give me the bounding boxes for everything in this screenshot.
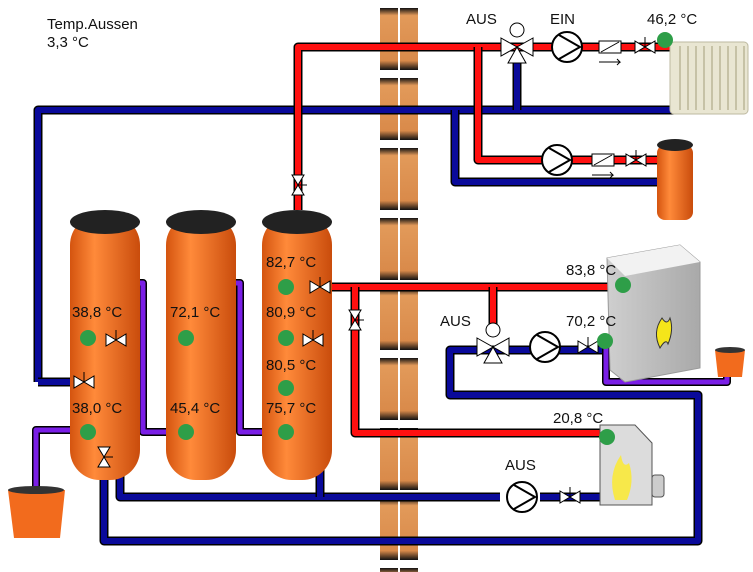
check-valve-icon [591, 153, 615, 179]
wall-brick [380, 568, 398, 572]
outside-temp-label: Temp.Aussen [47, 16, 138, 33]
buffer-tanks [70, 210, 332, 480]
shutoff-valve-icon [309, 277, 331, 294]
wall-brick [400, 358, 418, 420]
wall-brick [380, 8, 398, 70]
shutoff-valve-icon [291, 174, 307, 196]
mixing-valve-icon [500, 22, 534, 64]
wall-brick [400, 288, 418, 350]
wood-boiler [606, 244, 701, 383]
shutoff-valve-icon [302, 330, 324, 347]
temp-sensor [615, 277, 631, 293]
pump-icon [506, 481, 538, 513]
temp-sensor [278, 279, 294, 295]
shutoff-valve-icon [625, 150, 647, 167]
temperature-sensors [80, 32, 673, 445]
wall-brick [400, 428, 418, 490]
wall-brick [400, 498, 418, 560]
hot-water-tank [657, 139, 693, 220]
shutoff-valve-icon [634, 37, 656, 54]
outside-temp-value: 3,3 °C [47, 34, 89, 51]
wood-boiler-flow-temp: 83,8 °C [566, 262, 617, 279]
wall-brick [380, 498, 398, 560]
expansion-vessel-right [715, 347, 745, 377]
gas-boiler-temp: 20,8 °C [553, 410, 604, 427]
heating-pump-state[interactable]: EIN [550, 11, 576, 28]
shutoff-valve-icon [559, 487, 581, 504]
tank2-upper-temp: 72,1 °C [170, 304, 221, 321]
tank1-lower-temp: 38,0 °C [72, 400, 123, 417]
tank3-temp-1: 82,7 °C [266, 254, 317, 271]
shutoff-valve-icon [105, 330, 127, 347]
temp-sensor [599, 429, 615, 445]
radiator [669, 41, 749, 115]
buffer-tank-2 [166, 210, 236, 480]
expansion-vessel-left [8, 486, 65, 538]
shutoff-valve-icon [348, 309, 364, 331]
wall-brick [400, 218, 418, 280]
pump-icon [541, 144, 573, 176]
wood-boiler-mixer-state[interactable]: AUS [440, 313, 471, 330]
wall-brick [400, 8, 418, 70]
wall-brick [380, 428, 398, 490]
temp-sensor [278, 380, 294, 396]
temp-sensor [178, 330, 194, 346]
wall-brick [380, 218, 398, 280]
pumps [476, 22, 622, 513]
temp-sensor [80, 424, 96, 440]
temp-sensor [278, 330, 294, 346]
pump-icon [529, 331, 561, 363]
tank2-lower-temp: 45,4 °C [170, 400, 221, 417]
temp-sensor [80, 330, 96, 346]
temp-sensor [178, 424, 194, 440]
tank3-temp-2: 80,9 °C [266, 304, 317, 321]
temp-sensor [597, 333, 613, 349]
temp-sensor [278, 424, 294, 440]
heating-mixer-state[interactable]: AUS [466, 11, 497, 28]
wall-brick [400, 148, 418, 210]
radiator-temp: 46,2 °C [647, 11, 698, 28]
buffer-tank-1 [70, 210, 140, 480]
wall-brick [380, 358, 398, 420]
wall-brick [380, 288, 398, 350]
shutoff-valve-icon [73, 372, 95, 389]
gas-boiler-pump-state[interactable]: AUS [505, 457, 536, 474]
check-valve-icon [598, 40, 622, 66]
tank1-upper-temp: 38,8 °C [72, 304, 123, 321]
tank3-temp-4: 75,7 °C [266, 400, 317, 417]
mixing-valve-icon [476, 322, 510, 364]
temp-sensor [657, 32, 673, 48]
valves [73, 37, 656, 504]
shutoff-valve-icon [97, 446, 113, 468]
wood-boiler-return-temp: 70,2 °C [566, 313, 617, 330]
wall-brick [400, 568, 418, 572]
tank3-temp-3: 80,5 °C [266, 357, 317, 374]
buffer-tank-3 [262, 210, 332, 480]
gas-boiler [599, 424, 665, 506]
wall-brick [380, 148, 398, 210]
pump-icon [551, 31, 583, 63]
